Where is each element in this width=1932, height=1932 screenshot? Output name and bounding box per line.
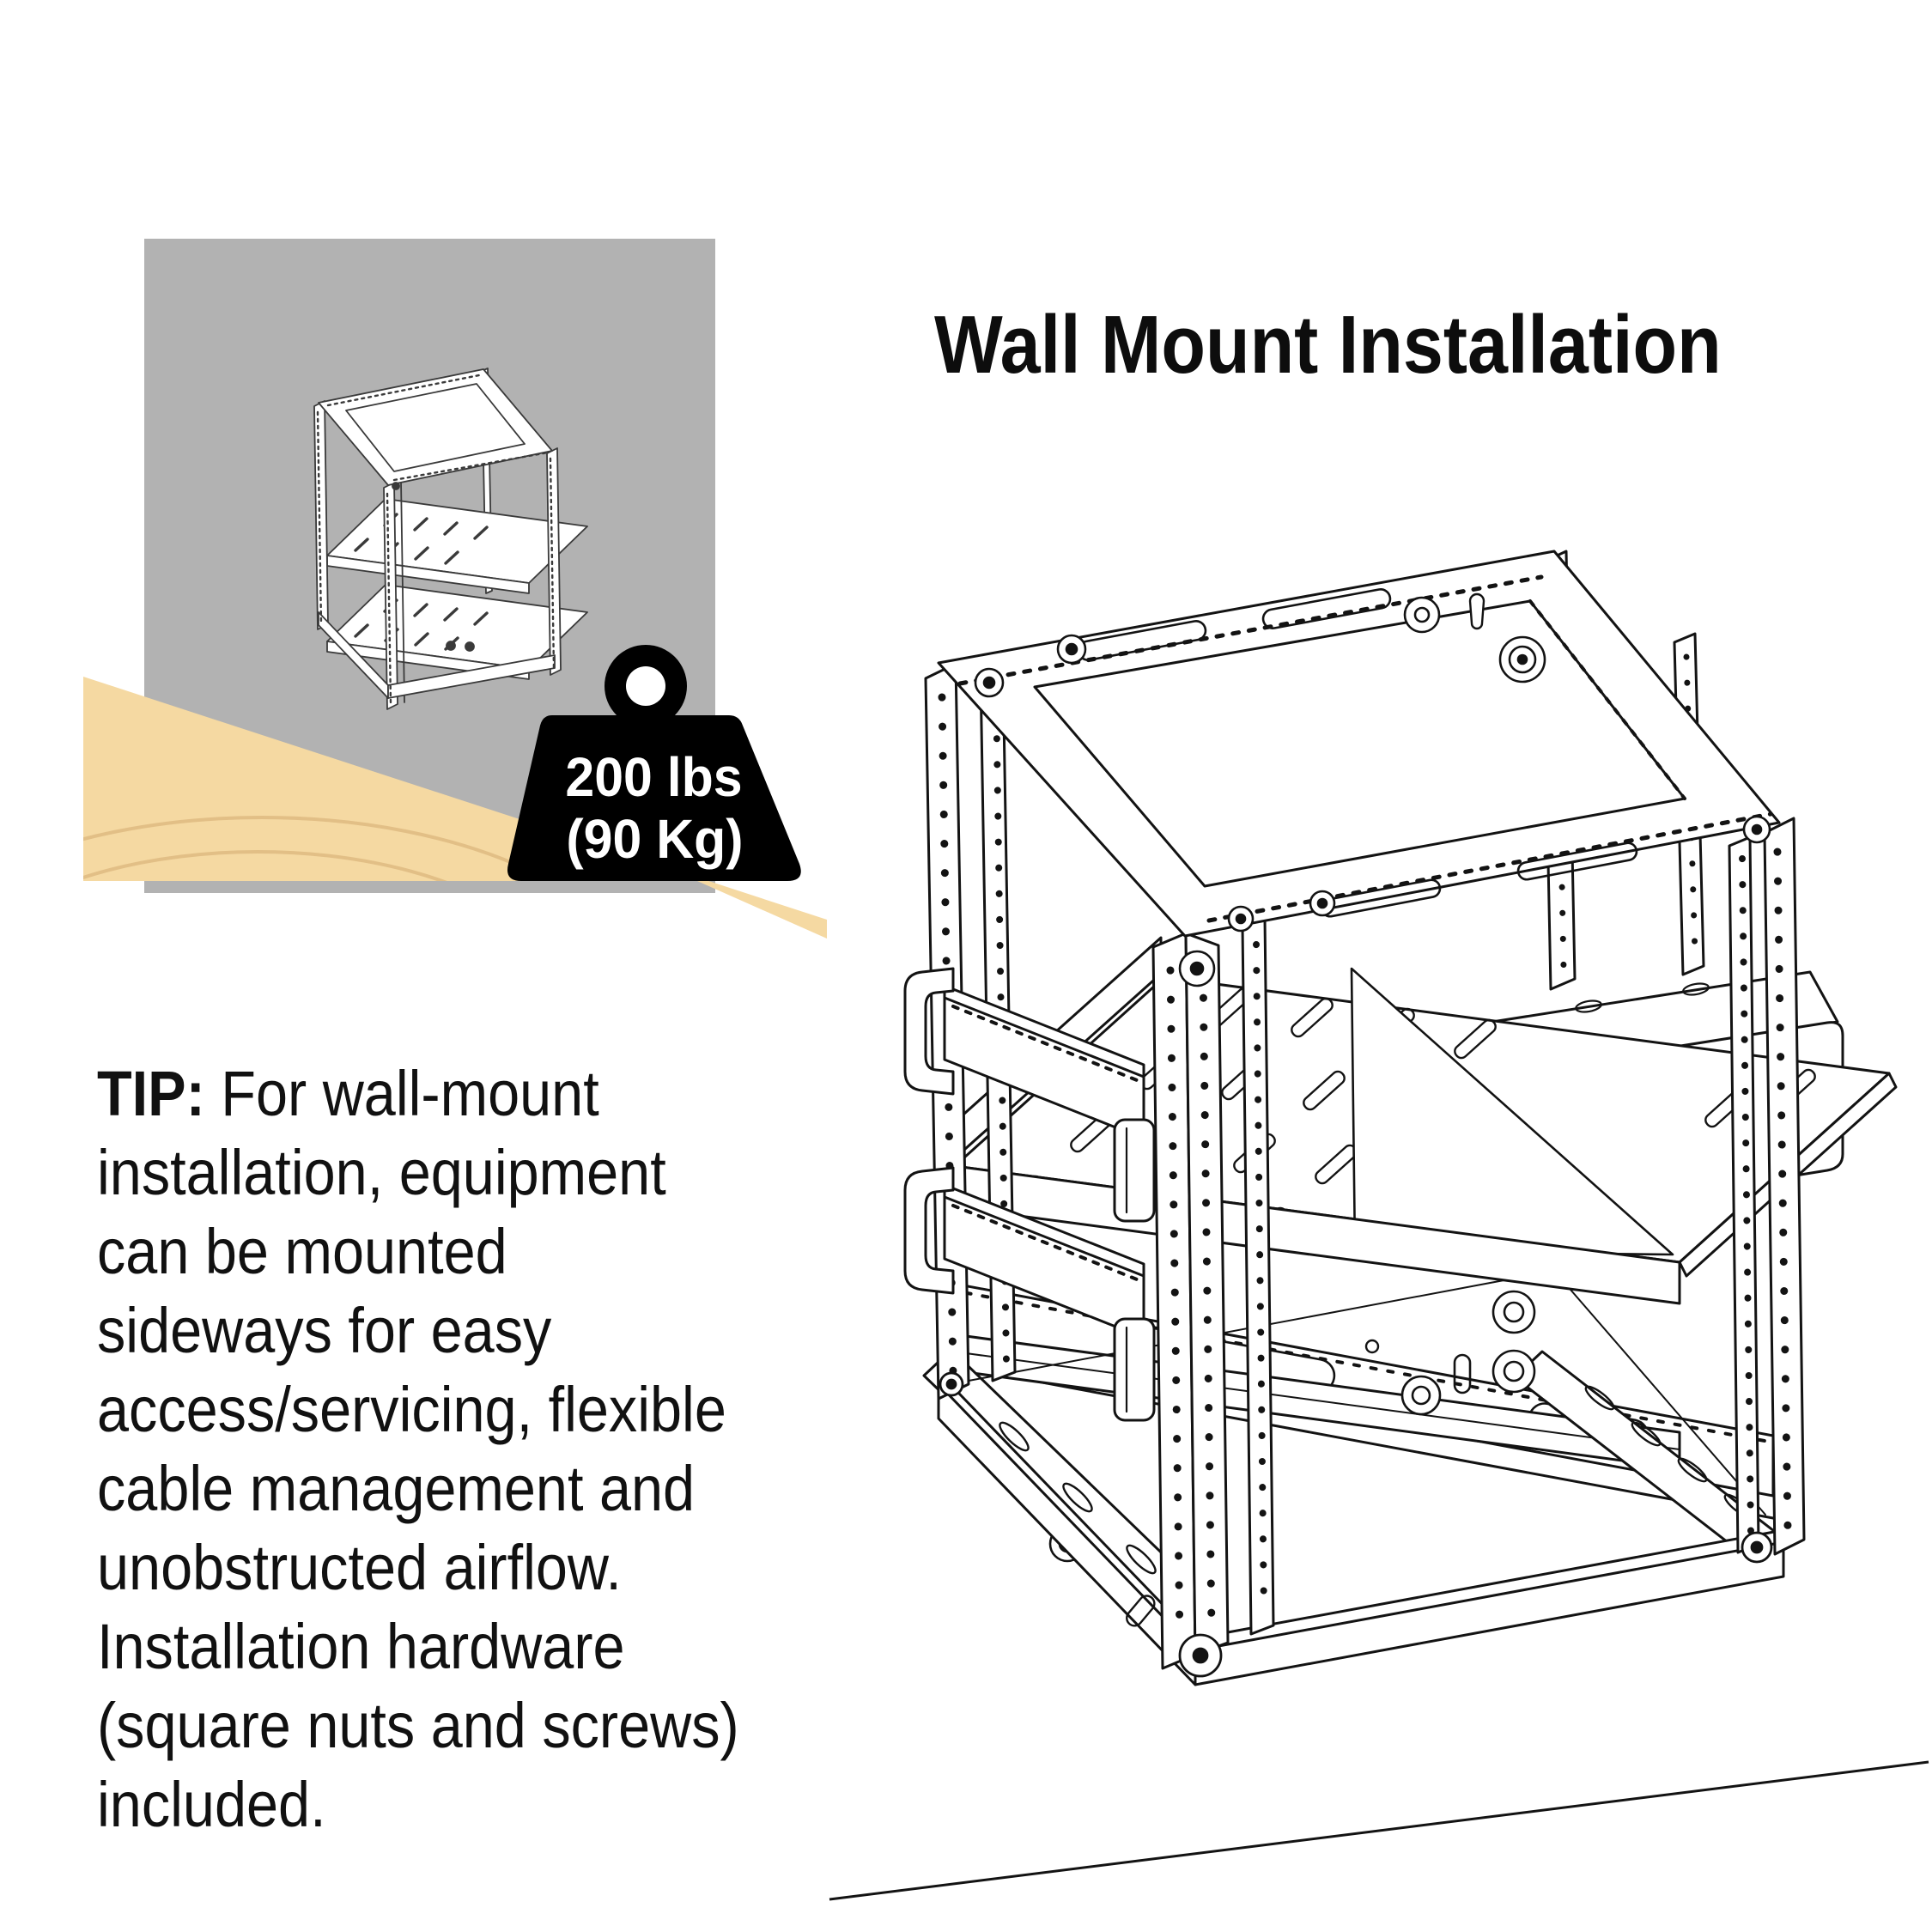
tip-line: Installation hardware: [97, 1611, 625, 1682]
corner-screws: [939, 1371, 1773, 1678]
wall-hook-bracket-upper: [903, 967, 1156, 1223]
weight-icon: [507, 645, 801, 881]
top-frame: [937, 550, 1781, 987]
tip-label: TIP:: [97, 1058, 205, 1129]
tip-line: can be mounted: [97, 1216, 507, 1287]
tip-line: (square nuts and screws): [97, 1690, 739, 1761]
right-post: [1728, 817, 1806, 1556]
weight-capacity-kg: (90 Kg): [565, 808, 744, 870]
tip-line: cable management and: [97, 1453, 696, 1524]
tip-line: installation, equipment: [97, 1137, 666, 1208]
wall-mount-scene: [83, 239, 827, 939]
tip-line: TIP: For wall-mount: [97, 1058, 599, 1129]
page-title: Wall Mount Installation: [934, 299, 1829, 391]
front-post: [1151, 916, 1275, 1670]
page-title-text: Wall Mount Installation: [934, 299, 1722, 391]
rack-diagram: [903, 550, 1898, 1686]
tip-line: access/servicing, flexible: [97, 1374, 726, 1445]
mini-rack-drawing: [313, 368, 588, 710]
tip-line: included.: [97, 1769, 326, 1840]
weight-capacity-lbs: 200 lbs: [565, 746, 744, 808]
tip-line: unobstructed airflow.: [97, 1532, 622, 1603]
tip-paragraph: TIP: For wall-mount installation, equipm…: [97, 1054, 956, 1844]
tip-line: sideways for easy: [97, 1295, 552, 1366]
ground-line: [829, 1760, 1929, 1901]
wall-hook-bracket-lower: [903, 1166, 1156, 1422]
bottom-frame: [937, 1270, 1785, 1686]
